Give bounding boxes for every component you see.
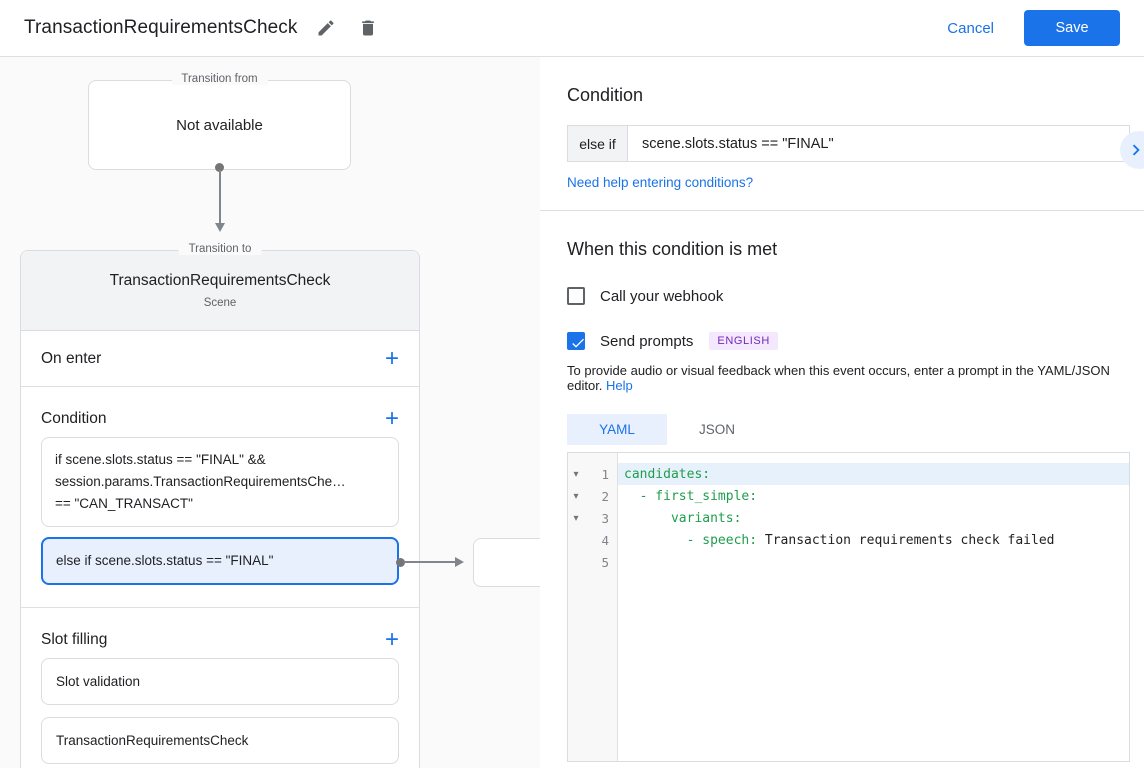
on-enter-label: On enter — [41, 349, 102, 367]
fold-toggle-icon[interactable]: ▾ — [573, 512, 579, 524]
prompts-description: To provide audio or visual feedback when… — [567, 363, 1130, 393]
condition-box-elseif-selected[interactable]: else if scene.slots.status == "FINAL" — [41, 537, 399, 585]
tab-json[interactable]: JSON — [667, 414, 767, 445]
transition-from-box[interactable]: Transition from Not available — [88, 73, 351, 170]
language-badge: ENGLISH — [709, 332, 778, 350]
yaml-code-editor[interactable]: ▾ 1 ▾ 2 ▾ 3 4 5 — [567, 452, 1130, 762]
yaml-key: candidates: — [624, 466, 711, 482]
condition-if-line3: == "CAN_TRANSACT" — [55, 496, 193, 511]
condition-detail-panel: Condition else if scene.slots.status == … — [540, 57, 1144, 768]
send-prompts-row: Send prompts ENGLISH — [567, 332, 1144, 350]
condition-box-if[interactable]: if scene.slots.status == "FINAL" && sess… — [41, 437, 399, 527]
code-line — [618, 551, 1129, 573]
prompts-help-link[interactable]: Help — [606, 378, 633, 393]
pencil-icon — [316, 18, 336, 38]
scene-card-title: TransactionRequirementsCheck — [109, 272, 331, 289]
fold-toggle-icon[interactable]: ▾ — [573, 490, 579, 502]
code-line: candidates: — [618, 463, 1129, 485]
editor-tabs: YAML JSON — [567, 414, 1144, 445]
gutter-row: 5 — [568, 551, 617, 573]
scene-card-header[interactable]: TransactionRequirementsCheck Scene — [21, 251, 419, 331]
slot-validation-box[interactable]: Slot validation — [41, 658, 399, 705]
slot-transaction-box[interactable]: TransactionRequirementsCheck — [41, 717, 399, 764]
condition-prefix: else if — [568, 126, 628, 161]
page-title: TransactionRequirementsCheck — [24, 17, 298, 38]
condition-input[interactable]: scene.slots.status == "FINAL" — [642, 135, 834, 152]
yaml-value: Transaction requirements check failed — [757, 532, 1055, 548]
scene-card-subtitle: Scene — [203, 297, 237, 309]
delete-scene-button[interactable] — [354, 14, 382, 42]
condition-section-head: Condition + — [41, 387, 399, 437]
line-number: 2 — [601, 488, 609, 504]
connector-dot — [215, 163, 224, 172]
condition-section-label: Condition — [41, 410, 107, 427]
line-number: 5 — [601, 554, 609, 570]
gutter-row: 4 — [568, 529, 617, 551]
on-enter-row[interactable]: On enter + — [21, 331, 419, 387]
editor-code-area[interactable]: candidates: - first_simple: variants: - … — [618, 453, 1129, 761]
add-on-enter-button[interactable]: + — [384, 344, 399, 372]
slot-filling-section: Slot filling + Slot validation Transacti… — [21, 608, 419, 768]
trash-icon — [358, 18, 378, 38]
panel-heading: Condition — [567, 85, 644, 105]
slot-filling-section-head: Slot filling + — [41, 608, 399, 658]
panel-divider — [540, 210, 1144, 211]
condition-section: Condition + if scene.slots.status == "FI… — [21, 387, 419, 608]
slot-transaction-label: TransactionRequirementsCheck — [56, 733, 249, 748]
slot-validation-label: Slot validation — [56, 674, 141, 689]
send-prompts-checkbox[interactable] — [567, 332, 585, 350]
scene-graph-canvas: Transition from Not available Transition… — [0, 57, 540, 768]
line-number: 1 — [601, 466, 609, 482]
check-icon — [572, 338, 584, 348]
gutter-row: ▾ 2 — [568, 485, 617, 507]
gutter-row: ▾ 3 — [568, 507, 617, 529]
cancel-button[interactable]: Cancel — [947, 19, 994, 37]
scene-card: Transition to TransactionRequirementsChe… — [20, 243, 420, 768]
fold-toggle-icon[interactable]: ▾ — [573, 468, 579, 480]
connector-line — [219, 170, 221, 223]
webhook-checkbox[interactable] — [567, 287, 585, 305]
elseif-connector-line — [404, 561, 455, 563]
transition-from-value: Not available — [176, 116, 263, 134]
transition-from-legend: Transition from — [171, 73, 268, 85]
prompts-description-text: To provide audio or visual feedback when… — [567, 363, 1110, 393]
condition-elseif-text: else if scene.slots.status == "FINAL" — [56, 553, 274, 568]
collapse-panel-button[interactable] — [1120, 131, 1144, 169]
elseif-connector-dot — [396, 558, 405, 567]
line-number: 3 — [601, 510, 609, 526]
gutter-row: ▾ 1 — [568, 463, 617, 485]
condition-if-line1: if scene.slots.status == "FINAL" && — [55, 452, 266, 467]
condition-input-row: else if scene.slots.status == "FINAL" — [567, 125, 1130, 162]
send-prompts-label: Send prompts — [600, 332, 694, 350]
yaml-key: variants: — [624, 510, 742, 526]
add-condition-button[interactable]: + — [384, 405, 399, 432]
rename-scene-button[interactable] — [312, 14, 340, 42]
save-button[interactable]: Save — [1024, 10, 1120, 46]
editor-gutter: ▾ 1 ▾ 2 ▾ 3 4 5 — [568, 453, 618, 761]
yaml-key: - first_simple: — [624, 488, 758, 504]
line-number: 4 — [601, 532, 609, 548]
code-line: - speech: Transaction requirements check… — [618, 529, 1129, 551]
connector-arrowhead-icon — [215, 223, 225, 232]
code-line: - first_simple: — [618, 485, 1129, 507]
slot-filling-label: Slot filling — [41, 631, 108, 648]
add-slot-button[interactable]: + — [384, 626, 399, 653]
condition-met-heading: When this condition is met — [567, 239, 778, 259]
conditions-help-link[interactable]: Need help entering conditions? — [567, 175, 754, 190]
yaml-key: - speech: — [624, 532, 758, 548]
webhook-row: Call your webhook — [567, 287, 1144, 305]
transition-target-stub-box[interactable] — [473, 538, 540, 587]
webhook-label: Call your webhook — [600, 287, 724, 305]
tab-yaml[interactable]: YAML — [567, 414, 667, 445]
code-line: variants: — [618, 507, 1129, 529]
elseif-connector-arrowhead-icon — [455, 557, 464, 567]
condition-if-line2: session.params.TransactionRequirementsCh… — [55, 474, 346, 489]
top-bar: TransactionRequirementsCheck Cancel Save — [0, 0, 1144, 57]
transition-to-legend: Transition to — [178, 243, 262, 255]
